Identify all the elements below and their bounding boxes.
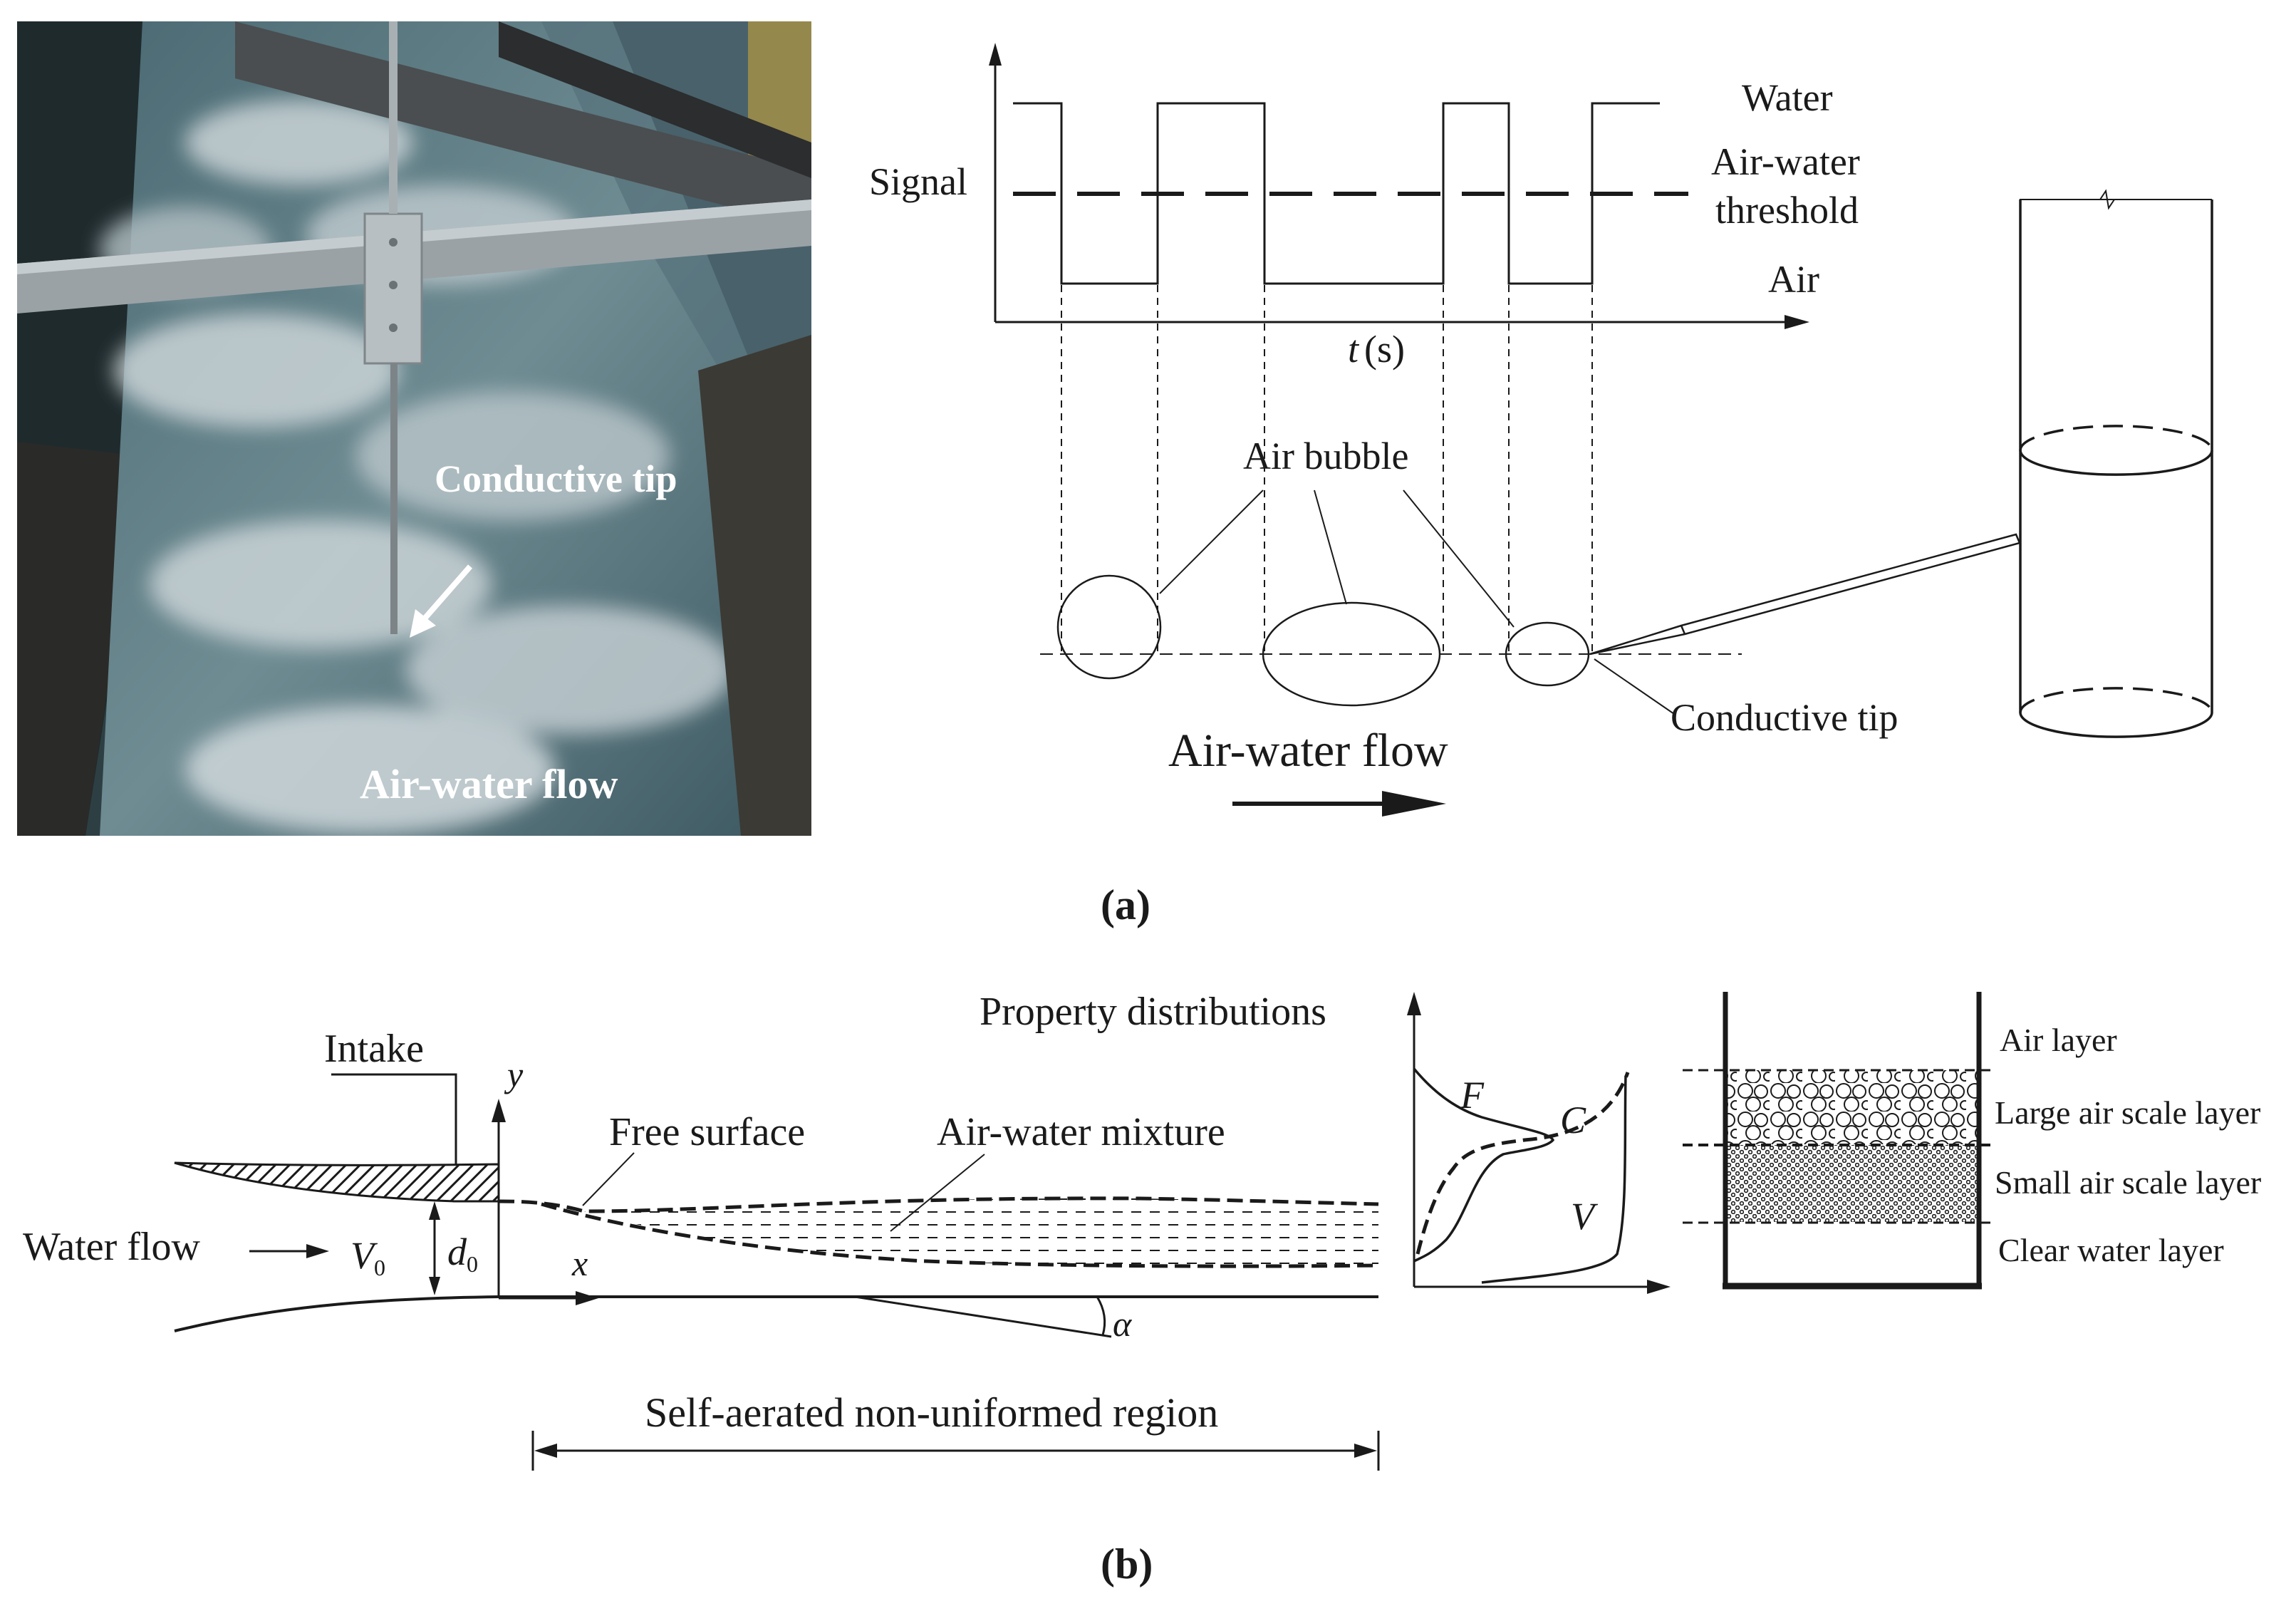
air-bubble-1: [1056, 574, 1162, 680]
air-bubble-2: [1262, 601, 1441, 707]
curve-V-label: V: [1571, 1195, 1599, 1238]
air-water-mixture-label: Air-water mixture: [937, 1110, 1225, 1154]
transition-guides: [1061, 285, 1593, 656]
property-plot-labels: Property distributions F C V: [980, 990, 1599, 1238]
x-axis-label: x: [571, 1243, 588, 1283]
curve-V: [1481, 1075, 1627, 1284]
layer-column: [1683, 992, 1995, 1290]
air-bubble-label: Air bubble: [1243, 435, 1408, 477]
air-bubble-3: [1505, 621, 1590, 687]
intake-block: [174, 1161, 500, 1203]
layer-label-clear-water: Clear water layer: [1998, 1232, 2224, 1268]
threshold-label-line1: Air-water: [1711, 140, 1860, 183]
depth-label: d0: [447, 1231, 478, 1277]
panel-b-caption: (b): [1101, 1540, 1153, 1587]
water-flow-label: Water flow: [23, 1225, 200, 1269]
air-level-label: Air: [1768, 258, 1819, 301]
layer-label-large-air-scale: Large air scale layer: [1995, 1094, 2260, 1131]
signal-wave: [1013, 102, 1660, 285]
layer-label-small-air-scale: Small air scale layer: [1995, 1164, 2261, 1201]
air-water-flow-label: Air-water flow: [1168, 725, 1448, 777]
experiment-photo: Conductive tip Air-water flow: [17, 21, 811, 836]
region-label: Self-aerated non-uniformed region: [645, 1389, 1218, 1436]
layer-label-air: Air layer: [2000, 1022, 2117, 1058]
signal-axis-label: Signal: [869, 160, 967, 203]
photo-tip-label: Conductive tip: [435, 457, 677, 500]
property-distribution-plot: [1407, 992, 1671, 1294]
panel-a-caption: (a): [1101, 881, 1150, 928]
signal-diagram: [989, 43, 2213, 817]
probe-cylinder: [2019, 189, 2213, 738]
chute-diagram-labels: Intake y x Free surface Air-water mixtur…: [23, 1027, 1225, 1587]
water-level-label: Water: [1742, 76, 1833, 119]
conductive-tip-label: Conductive tip: [1671, 696, 1898, 739]
curve-F-label: F: [1460, 1074, 1485, 1117]
velocity-label: V0: [350, 1234, 385, 1280]
y-axis-label: y: [504, 1055, 524, 1094]
slope-angle-label: α: [1113, 1304, 1133, 1344]
property-distributions-title: Property distributions: [980, 990, 1326, 1034]
probe-needle: [1589, 533, 2021, 656]
curve-F: [1413, 1067, 1555, 1263]
intake-label: Intake: [324, 1027, 424, 1071]
channel-bed: [174, 1295, 1378, 1332]
curve-C-label: C: [1560, 1099, 1586, 1141]
photo-flow-label: Air-water flow: [360, 761, 618, 807]
time-axis-label: t(s): [1348, 328, 1405, 371]
photo-arrow: [417, 564, 473, 626]
signal-diagram-labels: Signal Water Air-water threshold Air t(s…: [869, 76, 1898, 928]
free-surface-label: Free surface: [609, 1110, 805, 1154]
curve-C: [1415, 1072, 1630, 1255]
layer-labels: Air layer Large air scale layer Small ai…: [1995, 1022, 2261, 1268]
chute-diagram: [174, 1073, 1380, 1471]
threshold-label-line2: threshold: [1715, 189, 1859, 232]
